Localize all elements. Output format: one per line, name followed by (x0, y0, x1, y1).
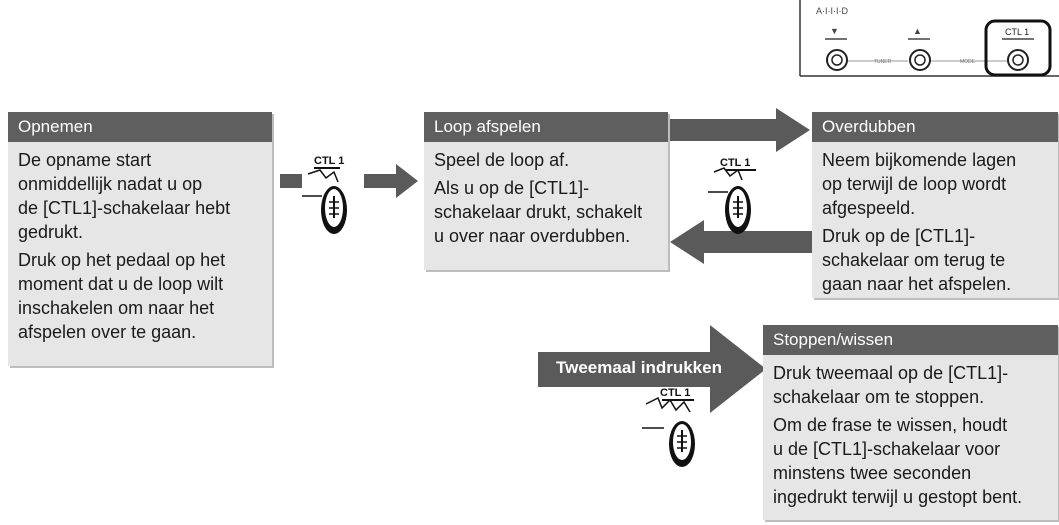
footswitch-ctl1 (1007, 49, 1029, 71)
ctl1-highlight (984, 19, 1052, 77)
footswitch-down (826, 49, 848, 71)
stop-title: Stoppen/wissen (763, 325, 1058, 355)
svg-text:▼: ▼ (830, 26, 839, 36)
pedal-press-icon: CTL 1 (708, 157, 756, 234)
tuner-label: TUNER (874, 59, 892, 65)
pedalboard-top-label: A·I·I·I·D (816, 6, 848, 16)
pedal-press-icon: CTL 1 (642, 387, 695, 467)
overdub-title: Overdubben (812, 112, 1058, 142)
record-title: Opnemen (8, 112, 272, 142)
play-text-1: Speel de loop af. (434, 150, 570, 170)
pedalboard-illustration: A·I·I·I·D ▼ ▲ TUNER MODE CTL 1 (799, 0, 1059, 77)
record-text-2: Druk op het pedaal op het moment dat u d… (18, 250, 226, 342)
stop-text-2: Om de frase te wissen, houdt u de [CTL1]… (773, 415, 1023, 507)
arrow-overdub-to-play (670, 220, 813, 264)
stop-box: Stoppen/wissen Druk tweemaal op de [CTL1… (763, 325, 1058, 520)
overdub-text-1: Neem bijkomende lagen op terwijl de loop… (822, 150, 1017, 218)
arrow-play-to-overdub (668, 108, 810, 152)
arrow-record-to-play (280, 164, 418, 198)
ctl1-label: CTL 1 (1005, 27, 1029, 37)
arrow-double-press (538, 325, 766, 413)
pedal-press-icon: CTL 1 (302, 155, 347, 234)
play-title: Loop afspelen (424, 112, 668, 142)
svg-text:▲: ▲ (913, 26, 922, 36)
overdub-text-2: Druk op de [CTL1]- schakelaar om terug t… (822, 226, 1012, 294)
record-text-1: De opname start onmiddellijk nadat u op … (18, 150, 231, 242)
overdub-box: Overdubben Neem bijkomende lagen op terw… (812, 112, 1058, 298)
play-text-2: Als u op de [CTL1]- schakelaar drukt, sc… (434, 178, 643, 246)
play-box: Loop afspelen Speel de loop af. Als u op… (424, 112, 668, 270)
svg-text:CTL 1: CTL 1 (660, 387, 690, 399)
stop-text-1: Druk tweemaal op de [CTL1]- schakelaar o… (773, 363, 1009, 407)
svg-text:CTL 1: CTL 1 (314, 155, 344, 167)
double-press-label: Tweemaal indrukken (556, 358, 722, 377)
mode-label: MODE (960, 59, 976, 65)
svg-text:CTL 1: CTL 1 (720, 157, 750, 169)
record-box: Opnemen De opname start onmiddellijk nad… (8, 112, 272, 366)
footswitch-up (909, 49, 931, 71)
